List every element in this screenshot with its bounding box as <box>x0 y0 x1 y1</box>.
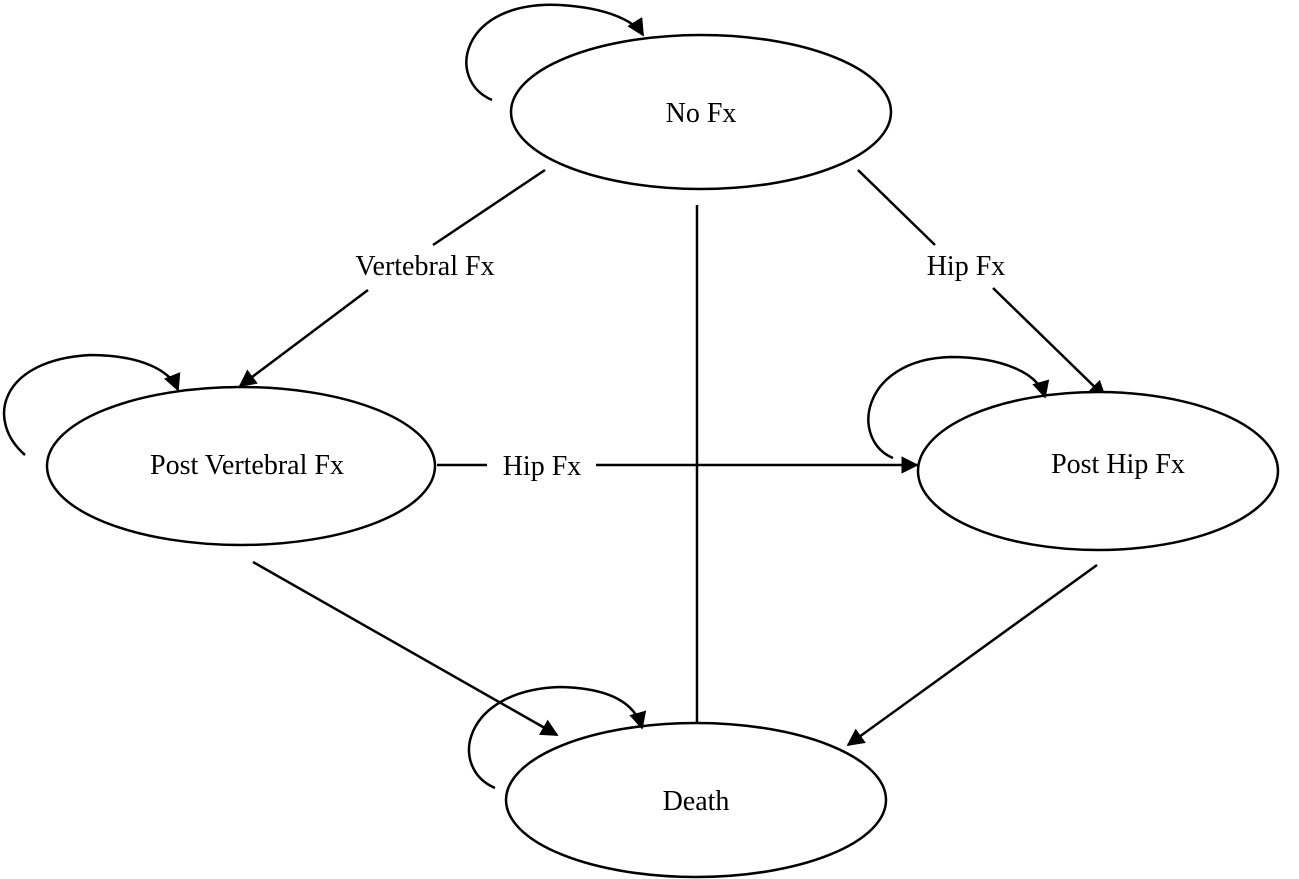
self-loops <box>2 3 1050 790</box>
node-no-fx: No Fx <box>509 33 893 191</box>
edge-no-fx-to-post-hip-upper <box>857 169 936 246</box>
nodes: No Fx Post Vertebral Fx Post Hip Fx Deat… <box>45 33 1280 879</box>
self-loop-post-vertebral-fx <box>2 353 181 456</box>
node-no-fx-label: No Fx <box>666 98 737 129</box>
node-death: Death <box>504 721 888 879</box>
edge-label-post-vertebral-hip-fx: Hip Fx <box>503 451 582 482</box>
edge-post-vertebral-to-death <box>252 560 559 737</box>
self-loop-post-hip-fx <box>867 355 1050 460</box>
node-post-hip-fx-label: Post Hip Fx <box>1051 449 1185 480</box>
self-loop-no-fx <box>465 3 645 102</box>
node-post-vertebral-fx-label: Post Vertebral Fx <box>150 450 344 481</box>
edge-label-vertebral-fx: Vertebral Fx <box>355 251 494 282</box>
edge-no-fx-to-post-vertebral-upper <box>432 168 546 247</box>
self-loop-death <box>467 685 647 790</box>
edge-post-hip-to-death <box>846 563 1098 747</box>
edge-no-fx-to-post-vertebral-lower <box>238 289 369 388</box>
node-post-hip-fx: Post Hip Fx <box>916 390 1280 552</box>
edge-label-no-fx-hip-fx: Hip Fx <box>927 251 1006 282</box>
edges <box>238 168 1107 747</box>
node-death-label: Death <box>663 786 730 817</box>
edge-labels: Vertebral Fx Hip Fx Hip Fx <box>355 251 1005 482</box>
node-post-vertebral-fx: Post Vertebral Fx <box>45 385 437 547</box>
edge-no-fx-to-post-hip-lower <box>992 287 1107 399</box>
